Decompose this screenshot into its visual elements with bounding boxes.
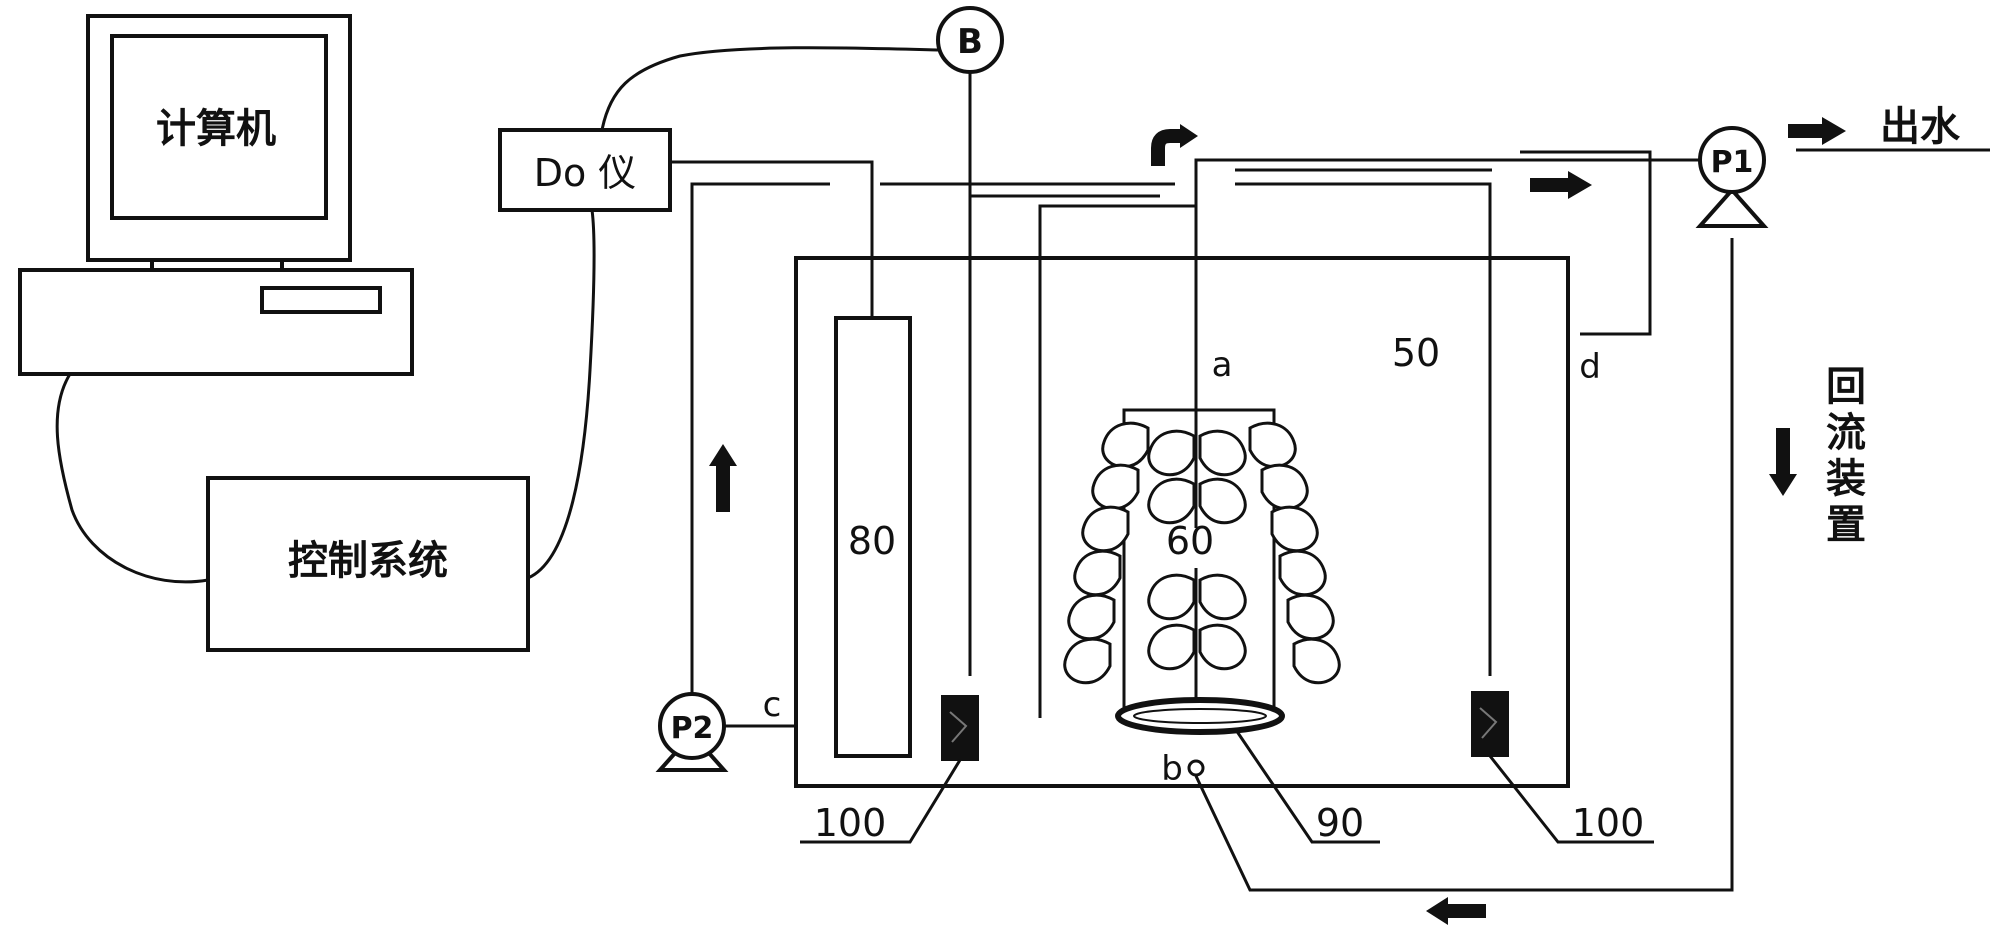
arrow-right-outlet-icon	[1788, 117, 1846, 145]
pump-p1: P1	[1695, 126, 1769, 228]
pump-b-label: B	[957, 22, 983, 62]
label-50: 50	[1392, 331, 1440, 375]
reflux-char-3: 装	[1826, 456, 1866, 502]
reflux-device-label: 回 流 装 置	[1826, 364, 1866, 548]
computer-case	[18, 268, 414, 376]
leader-100-left	[800, 759, 962, 844]
arrow-right-icon	[1530, 171, 1592, 199]
label-100-left: 100	[814, 801, 887, 845]
p2-riser-line	[690, 182, 830, 700]
label-b: b	[1161, 749, 1183, 789]
computer: 计算机	[18, 14, 414, 376]
pump-p2-label: P2	[671, 711, 714, 746]
pump-p2: P2	[655, 692, 729, 772]
reactor-tank	[794, 256, 1570, 788]
reflux-char-2: 流	[1826, 410, 1866, 456]
outlet-line-a	[1194, 158, 1700, 410]
control-system-label: 控制系统	[288, 538, 448, 584]
label-80: 80	[848, 519, 896, 563]
computer-screen	[110, 34, 328, 220]
overflow-line-d	[1520, 150, 1652, 336]
label-90: 90	[1316, 801, 1364, 845]
biofilm-carrier-60	[1063, 408, 1341, 712]
control-system-box	[206, 476, 530, 652]
do-probe-line	[670, 160, 874, 318]
right-sensor-line	[1235, 182, 1492, 676]
arrow-left-icon	[1426, 897, 1486, 925]
arrow-curved-icon	[1151, 124, 1198, 166]
cable-control-do	[527, 209, 596, 580]
point-b-port	[1187, 759, 1205, 777]
computer-label: 计算机	[156, 106, 276, 152]
sensor-100-right	[1471, 691, 1509, 757]
inner-support-pipe	[1038, 204, 1195, 718]
sensor-100-left	[941, 695, 979, 761]
do-meter-label: Do 仪	[534, 151, 637, 195]
arrow-up-icon	[709, 444, 737, 512]
label-100-right: 100	[1572, 801, 1645, 845]
leader-100-right	[1488, 755, 1654, 844]
disk-drive-slot	[260, 286, 382, 314]
reflux-char-1: 回	[1826, 364, 1866, 410]
label-d: d	[1579, 347, 1601, 387]
label-c: c	[763, 685, 782, 725]
label-60: 60	[1166, 519, 1214, 563]
label-a: a	[1212, 345, 1233, 385]
do-meter-box	[498, 128, 672, 212]
leader-90	[1234, 729, 1380, 844]
reflux-line	[1194, 238, 1734, 892]
pump-p1-label: P1	[1711, 145, 1754, 180]
cable-computer-control	[55, 373, 209, 584]
outlet-label: 出水	[1880, 104, 1961, 150]
component-80	[834, 316, 912, 758]
arrow-down-icon	[1769, 428, 1797, 496]
cable-do-b	[600, 46, 939, 131]
reflux-char-4: 置	[1826, 502, 1866, 548]
